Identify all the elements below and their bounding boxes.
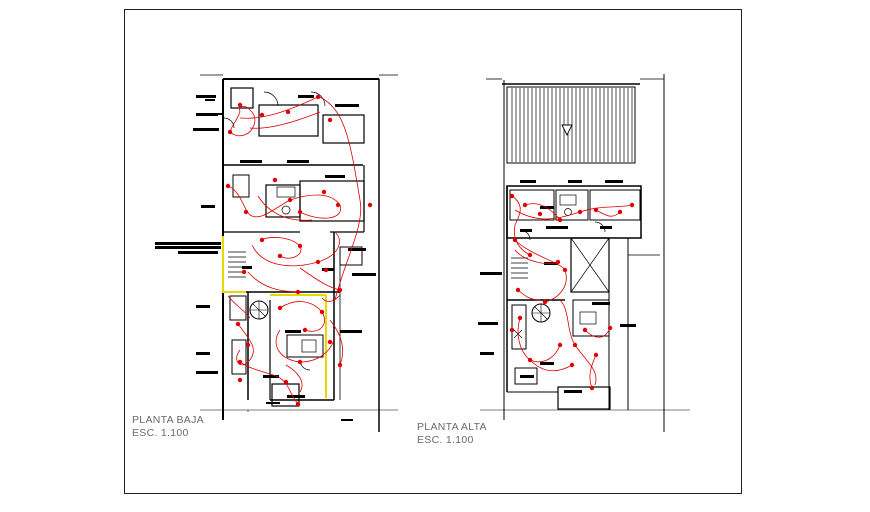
upper-floor-outlets xyxy=(509,193,635,391)
upper-floor-scale: ESC. 1.100 xyxy=(417,434,474,446)
upper-floor-plan xyxy=(480,74,690,432)
ground-floor-title: PLANTA BAJA xyxy=(132,414,204,426)
ground-floor-scale: ESC. 1.100 xyxy=(132,427,189,439)
upper-floor-title: PLANTA ALTA xyxy=(417,421,487,433)
ground-floor-plan xyxy=(200,74,398,432)
ground-floor-highlight xyxy=(222,236,327,398)
ground-floor-tags xyxy=(155,95,376,421)
upper-floor-tags xyxy=(478,180,636,393)
sheet-border xyxy=(124,9,742,494)
ground-floor-outlets xyxy=(225,94,373,407)
